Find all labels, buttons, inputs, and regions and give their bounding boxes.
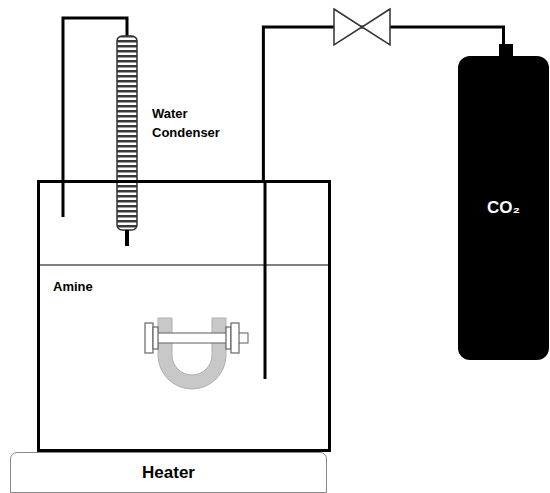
condenser-tip (125, 230, 129, 246)
gas-cylinder: CO₂ (458, 56, 549, 360)
u-bend-specimen (145, 318, 248, 389)
heater-plate: Heater (10, 452, 327, 493)
gas-dip-tube (264, 180, 267, 379)
water-condenser (117, 36, 137, 230)
beaker: Amine (37, 180, 331, 452)
valve-symbol (334, 9, 390, 45)
node-text: Amine (53, 279, 93, 294)
node-text: CO₂ (487, 198, 520, 218)
liquid-level (39, 265, 329, 266)
condenser-label: Water Condenser (152, 104, 238, 142)
node-text: Heater (142, 463, 195, 483)
